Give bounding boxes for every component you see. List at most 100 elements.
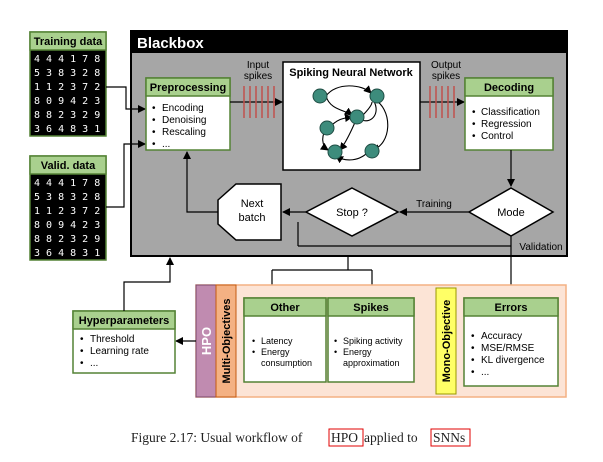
neuron-node xyxy=(369,88,385,104)
snn-title: Spiking Neural Network xyxy=(289,67,413,79)
caption-prefix: Figure 2.17: Usual workflow of xyxy=(131,430,303,445)
decoding-item: Regression xyxy=(481,119,532,130)
neuron-node xyxy=(327,144,343,160)
svg-text:•: • xyxy=(471,331,475,342)
decoding-item: Classification xyxy=(481,107,540,118)
multi-objectives-label: Multi-Objectives xyxy=(221,299,233,384)
input-spikes-label: Input xyxy=(247,60,269,71)
svg-text:•: • xyxy=(152,139,156,150)
hyperparameters-box: Hyperparameters • Threshold • Learning r… xyxy=(72,310,176,374)
other-item: Latency xyxy=(261,336,293,346)
svg-text:•: • xyxy=(252,347,255,357)
validation-digit-row: 1 1 2 3 7 2 xyxy=(34,206,100,217)
preprocessing-item: Encoding xyxy=(162,103,204,114)
spikes-item: Energy xyxy=(343,347,372,357)
svg-text:•: • xyxy=(334,336,337,346)
input-spikes: Input spikes xyxy=(230,60,283,118)
neuron-node xyxy=(312,88,328,104)
training-digit-row: 8 8 2 3 2 9 xyxy=(34,110,100,121)
svg-text:•: • xyxy=(334,347,337,357)
training-digit-row: 1 1 2 3 7 2 xyxy=(34,82,100,93)
caption-middle: applied to xyxy=(364,430,418,445)
validation-data-panel: Valid. data 4 4 4 1 7 8 5 3 8 3 2 8 1 1 … xyxy=(29,155,107,261)
validation-digit-row: 4 4 4 1 7 8 xyxy=(34,178,100,189)
snn-box: Spiking Neural Network xyxy=(282,61,421,171)
svg-text:•: • xyxy=(152,115,156,126)
data-arrows xyxy=(106,86,146,208)
validation-label: Validation xyxy=(519,242,562,253)
input-spikes-label: spikes xyxy=(244,71,272,82)
hyperparameter-item: ... xyxy=(90,358,98,369)
hpo-label: HPO xyxy=(199,327,214,355)
neuron-node xyxy=(364,143,380,159)
next-batch-label: batch xyxy=(239,212,266,224)
errors-objective-box: Errors • Accuracy • MSE/RMSE • KL diverg… xyxy=(463,297,559,387)
other-item: Energy xyxy=(261,347,290,357)
preprocessing-item: Denoising xyxy=(162,115,206,126)
validation-digit-row: 8 8 2 3 2 9 xyxy=(34,234,100,245)
mode-label: Mode xyxy=(497,207,525,219)
validation-digit-row: 5 3 8 3 2 8 xyxy=(34,192,100,203)
training-data-panel: Training data 4 4 4 1 7 8 5 3 8 3 2 8 1 … xyxy=(29,31,107,137)
errors-title: Errors xyxy=(494,302,527,314)
other-item: consumption xyxy=(261,358,312,368)
caption-hpo-link: HPO xyxy=(331,430,358,445)
validation-digit-row: 3 6 4 8 3 1 xyxy=(34,248,100,259)
output-spikes-label: spikes xyxy=(432,71,460,82)
training-digit-row: 3 6 4 8 3 1 xyxy=(34,124,100,135)
svg-text:•: • xyxy=(152,103,156,114)
svg-text:•: • xyxy=(80,346,84,357)
preprocessing-item: Rescaling xyxy=(162,127,206,138)
hyperparameters-title: Hyperparameters xyxy=(79,315,170,327)
errors-item: KL divergence xyxy=(481,355,545,366)
stop-label: Stop ? xyxy=(336,207,368,219)
spikes-item: approximation xyxy=(343,358,400,368)
next-batch-box: Next batch xyxy=(217,183,282,241)
errors-item: ... xyxy=(481,367,489,378)
other-title: Other xyxy=(270,302,300,314)
svg-text:•: • xyxy=(472,119,476,130)
decoding-title: Decoding xyxy=(484,82,534,94)
decoding-item: Control xyxy=(481,131,513,142)
caption-snns-link: SNNs xyxy=(433,430,465,445)
training-data-title: Training data xyxy=(34,36,103,48)
svg-text:•: • xyxy=(152,127,156,138)
validation-digit-row: 8 0 9 4 2 3 xyxy=(34,220,100,231)
hyperparameter-item: Learning rate xyxy=(90,346,149,357)
hyperparameters-to-blackbox-arrow xyxy=(123,257,174,311)
neuron-node xyxy=(349,109,365,125)
svg-text:•: • xyxy=(471,355,475,366)
output-spikes-label: Output xyxy=(431,60,461,71)
errors-item: MSE/RMSE xyxy=(481,343,535,354)
stop-diamond: Stop ? xyxy=(304,187,400,237)
svg-text:•: • xyxy=(471,343,475,354)
spikes-objective-box: Spikes • Spiking activity • Energy appro… xyxy=(327,297,415,383)
validation-data-title: Valid. data xyxy=(41,160,96,172)
training-digit-row: 8 0 9 4 2 3 xyxy=(34,96,100,107)
batch-to-preprocessing-arrow xyxy=(183,151,218,213)
spikes-item: Spiking activity xyxy=(343,336,403,346)
output-spikes: Output spikes xyxy=(420,60,465,118)
neuron-node xyxy=(319,120,335,136)
preprocessing-title: Preprocessing xyxy=(150,82,226,94)
hyperparameter-item: Threshold xyxy=(90,334,134,345)
svg-text:•: • xyxy=(80,334,84,345)
other-objective-box: Other • Latency • Energy consumption xyxy=(243,297,327,383)
training-label: Training xyxy=(416,199,452,210)
preprocessing-box: Preprocessing • Encoding • Denoising • R… xyxy=(145,77,231,151)
figure-caption: Figure 2.17: Usual workflow of HPO appli… xyxy=(131,428,471,447)
training-digit-row: 5 3 8 3 2 8 xyxy=(34,68,100,79)
errors-item: Accuracy xyxy=(481,331,522,342)
spikes-title: Spikes xyxy=(353,302,388,314)
svg-text:•: • xyxy=(80,358,84,369)
mono-objective-label: Mono-Objective xyxy=(441,300,453,383)
blackbox-title: Blackbox xyxy=(137,35,204,52)
training-digit-row: 4 4 4 1 7 8 xyxy=(34,54,100,65)
svg-text:•: • xyxy=(471,367,475,378)
svg-text:•: • xyxy=(252,336,255,346)
svg-text:•: • xyxy=(472,107,476,118)
svg-text:•: • xyxy=(472,131,476,142)
decoding-box: Decoding • Classification • Regression •… xyxy=(464,77,554,151)
next-batch-label: Next xyxy=(241,198,264,210)
